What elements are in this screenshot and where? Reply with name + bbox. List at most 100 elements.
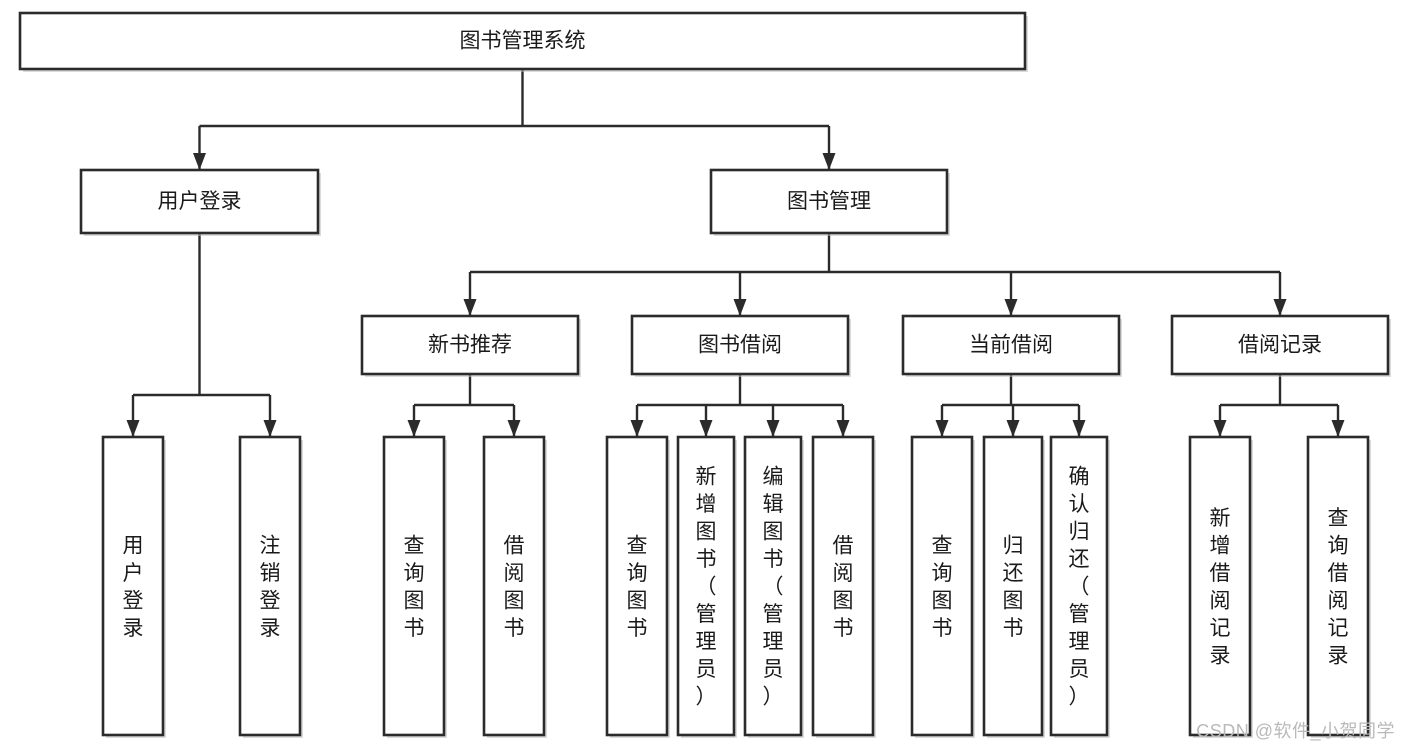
node-label-char: ） <box>763 686 784 709</box>
node-box[interactable] <box>676 435 736 737</box>
node-label-char: 员 <box>696 658 717 681</box>
arrow-head-icon <box>126 420 140 437</box>
arrow-head-icon <box>935 420 949 437</box>
node-label-char: 注 <box>260 534 281 557</box>
node-box[interactable] <box>360 314 580 376</box>
node-box[interactable] <box>605 435 669 737</box>
arrow-head-icon <box>836 420 850 437</box>
node-book-management[interactable]: 图书管理 <box>709 168 950 236</box>
node-box[interactable] <box>630 314 850 376</box>
node-label-char: 用 <box>123 534 144 557</box>
node-label-char: 管 <box>763 603 784 626</box>
connector-links <box>126 69 1345 437</box>
node-label-char: 图 <box>763 521 784 544</box>
node-new-book-recommend[interactable]: 新书推荐 <box>360 314 581 377</box>
node-label-char: 询 <box>627 562 648 585</box>
node-label-char: 询 <box>932 562 953 585</box>
node-root[interactable]: 图书管理系统 <box>18 11 1028 72</box>
node-label-char: 借 <box>833 534 854 557</box>
node-label: 图书管理 <box>787 190 871 213</box>
node-label-char: 阅 <box>1328 589 1349 612</box>
watermark-label: CSDN @软件_小贺同学 <box>1196 721 1395 741</box>
node-box[interactable] <box>910 435 974 737</box>
node-label-char: 增 <box>696 493 717 516</box>
node-label-char: 还 <box>1069 548 1090 571</box>
node-label-char: ） <box>696 686 717 709</box>
node-label-char: 查 <box>1328 507 1349 530</box>
node-label-char: （ <box>1069 576 1090 599</box>
node-label-char: 查 <box>932 534 953 557</box>
arrow-head-icon <box>733 299 747 316</box>
node-label-char: 图 <box>627 589 648 612</box>
node-box[interactable] <box>482 435 546 737</box>
node-box[interactable] <box>811 435 875 737</box>
node-box[interactable] <box>982 435 1044 737</box>
node-box[interactable] <box>743 435 803 737</box>
arrow-head-icon <box>822 153 836 170</box>
node-label-char: 销 <box>260 562 281 585</box>
node-box[interactable] <box>101 435 165 737</box>
node-label-char: 图 <box>1003 589 1024 612</box>
node-label-char: 登 <box>123 589 144 612</box>
node-label-char: 新 <box>696 466 717 489</box>
node-label-char: 查 <box>404 534 425 557</box>
node-label-char: 录 <box>123 617 144 640</box>
node-label-char: 图 <box>833 589 854 612</box>
node-label-char: 还 <box>1003 562 1024 585</box>
node-label: 用户登录 <box>158 190 242 213</box>
node-label-char: 确 <box>1069 466 1090 489</box>
node-box[interactable] <box>238 435 302 737</box>
node-label-char: （ <box>763 576 784 599</box>
node-box[interactable] <box>382 435 446 737</box>
node-label-char: 图 <box>404 589 425 612</box>
node-label-char: 登 <box>260 589 281 612</box>
arrow-head-icon <box>1004 299 1018 316</box>
node-box[interactable] <box>709 168 949 235</box>
node-box[interactable] <box>1188 435 1252 737</box>
node-box[interactable] <box>1170 314 1390 376</box>
node-label-char: 增 <box>1210 534 1231 557</box>
node-box[interactable] <box>18 11 1027 71</box>
node-label-char: 查 <box>627 534 648 557</box>
node-label-char: 询 <box>1328 534 1349 557</box>
arrow-head-icon <box>766 420 780 437</box>
node-label-char: 录 <box>1328 644 1349 667</box>
node-box[interactable] <box>79 168 320 235</box>
arrow-head-icon <box>463 299 477 316</box>
node-label-char: 借 <box>1210 562 1231 585</box>
node-borrow-records[interactable]: 借阅记录 <box>1170 314 1391 377</box>
node-label-char: （ <box>696 576 717 599</box>
node-book-borrow[interactable]: 图书借阅 <box>630 314 851 377</box>
arrow-head-icon <box>507 420 521 437</box>
arrow-head-icon <box>1273 299 1287 316</box>
node-label-char: 记 <box>1328 617 1349 640</box>
diagram-nodes: 图书管理系统用户登录图书管理新书推荐图书借阅当前借阅借阅记录用户登录注销登录查询… <box>18 11 1391 738</box>
node-leaf-user-login[interactable]: 用户登录 <box>101 435 166 738</box>
node-box[interactable] <box>901 314 1121 376</box>
node-label-char: 理 <box>763 631 784 654</box>
node-current-borrow[interactable]: 当前借阅 <box>901 314 1122 377</box>
arrow-head-icon <box>699 420 713 437</box>
node-label-char: 图 <box>932 589 953 612</box>
node-box[interactable] <box>1049 435 1109 737</box>
node-label-char: 书 <box>763 548 784 571</box>
node-label-char: 阅 <box>1210 589 1231 612</box>
node-label-char: 书 <box>833 617 854 640</box>
node-label-char: 书 <box>627 617 648 640</box>
node-user-login[interactable]: 用户登录 <box>79 168 321 236</box>
node-box[interactable] <box>1306 435 1370 737</box>
node-label: 当前借阅 <box>969 334 1053 357</box>
